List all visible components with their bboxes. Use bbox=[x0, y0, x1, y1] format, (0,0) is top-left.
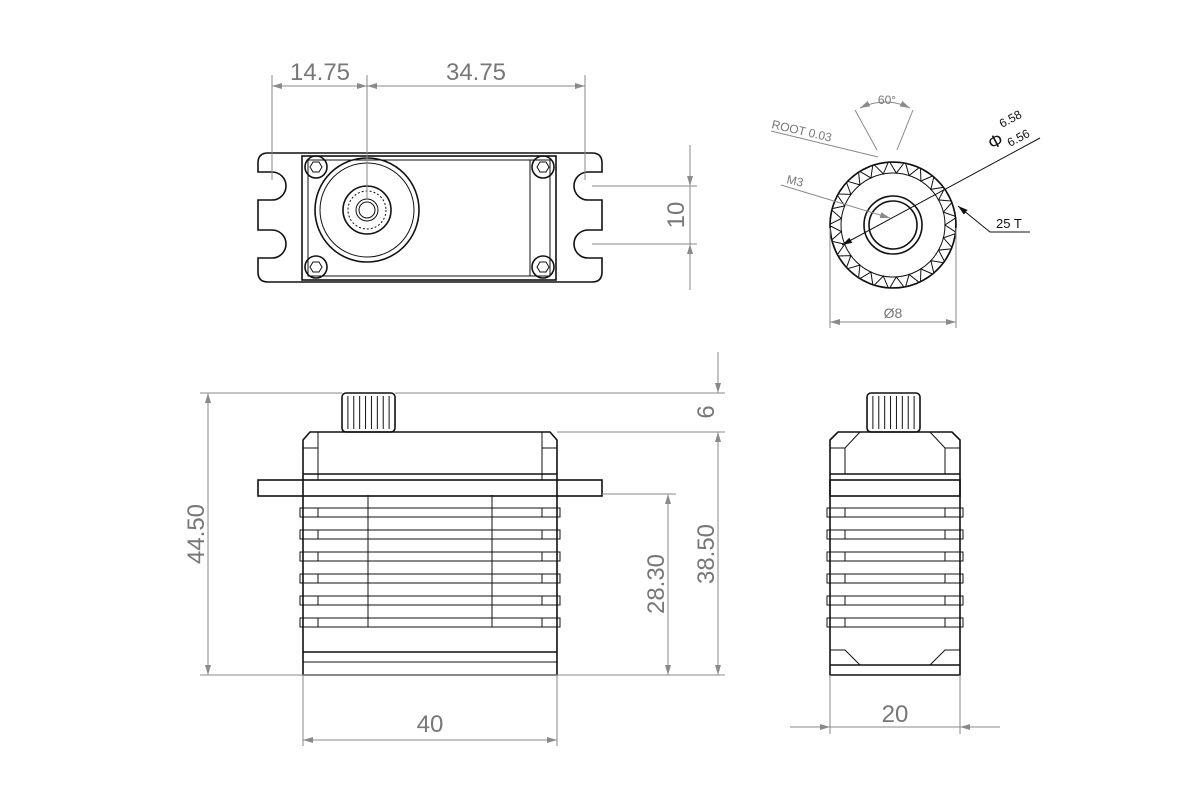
outer-dia-label: Ø8 bbox=[884, 305, 903, 321]
cooling-rib bbox=[826, 507, 964, 518]
cooling-rib bbox=[299, 551, 561, 562]
spline-tooth bbox=[858, 164, 874, 179]
spline-tooth bbox=[873, 161, 890, 175]
spline-tooth bbox=[858, 271, 874, 286]
spline-tooth bbox=[937, 187, 953, 202]
cooling-rib bbox=[299, 529, 561, 540]
dia-symbol: Φ bbox=[984, 129, 1006, 153]
cooling-rib bbox=[299, 617, 561, 628]
teeth-label: 25 T bbox=[996, 216, 1022, 231]
screw-icons bbox=[304, 155, 555, 279]
spline-tooth bbox=[829, 224, 843, 241]
dim-40: 40 bbox=[417, 711, 444, 738]
spline-tooth bbox=[942, 232, 957, 249]
spline-tooth bbox=[937, 248, 953, 263]
dim-44-50: 44.50 bbox=[183, 504, 210, 564]
cooling-rib bbox=[826, 617, 964, 628]
dim-10: 10 bbox=[663, 202, 690, 229]
dim-28-30: 28.30 bbox=[643, 554, 670, 614]
spline-tooth bbox=[942, 201, 957, 218]
spline-tooth bbox=[837, 255, 852, 269]
top-view: 14.75 34.75 10 bbox=[257, 59, 697, 290]
cooling-rib bbox=[299, 595, 561, 606]
dim-38-50: 38.50 bbox=[693, 524, 720, 584]
spline-tooth bbox=[831, 194, 846, 210]
spline-tooth bbox=[873, 275, 890, 289]
cooling-rib bbox=[826, 573, 964, 584]
dia-lower: 6.56 bbox=[1005, 126, 1032, 149]
cooling-rib bbox=[299, 573, 561, 584]
spline-tooth bbox=[829, 209, 843, 226]
front-view: 44.50 6 38.50 28.30 40 bbox=[183, 352, 725, 746]
dim-14-75: 14.75 bbox=[290, 59, 350, 86]
spline-detail: 60° ROOT 0.03 M3 Φ 6.58 6.56 25 T Ø8 bbox=[770, 93, 1041, 328]
spline-tooth bbox=[846, 171, 861, 186]
spline-tooth bbox=[904, 162, 921, 177]
spline-tooth bbox=[888, 276, 905, 289]
angle-label: 60° bbox=[878, 93, 896, 107]
dim-34-75: 34.75 bbox=[446, 59, 506, 86]
cooling-rib bbox=[826, 595, 964, 606]
dim-20: 20 bbox=[882, 701, 909, 728]
side-view: 20 bbox=[790, 392, 1000, 734]
spline-tooth bbox=[944, 216, 957, 234]
spline-tooth bbox=[837, 181, 852, 195]
spline-tooth bbox=[846, 264, 861, 279]
spline-tooth bbox=[930, 175, 945, 191]
spline-tooth bbox=[904, 273, 921, 288]
cooling-rib bbox=[826, 551, 964, 562]
m3-label: M3 bbox=[785, 172, 805, 189]
dia-upper: 6.58 bbox=[997, 107, 1024, 130]
dim-6: 6 bbox=[693, 405, 720, 418]
spline-tooth bbox=[919, 167, 934, 182]
spline-tooth bbox=[831, 240, 846, 256]
spline-tooth bbox=[888, 161, 905, 174]
cooling-rib bbox=[299, 507, 561, 518]
cooling-rib bbox=[826, 529, 964, 540]
root-label: ROOT 0.03 bbox=[770, 117, 833, 144]
spline-tooth bbox=[930, 259, 945, 275]
spline-tooth bbox=[919, 268, 934, 283]
